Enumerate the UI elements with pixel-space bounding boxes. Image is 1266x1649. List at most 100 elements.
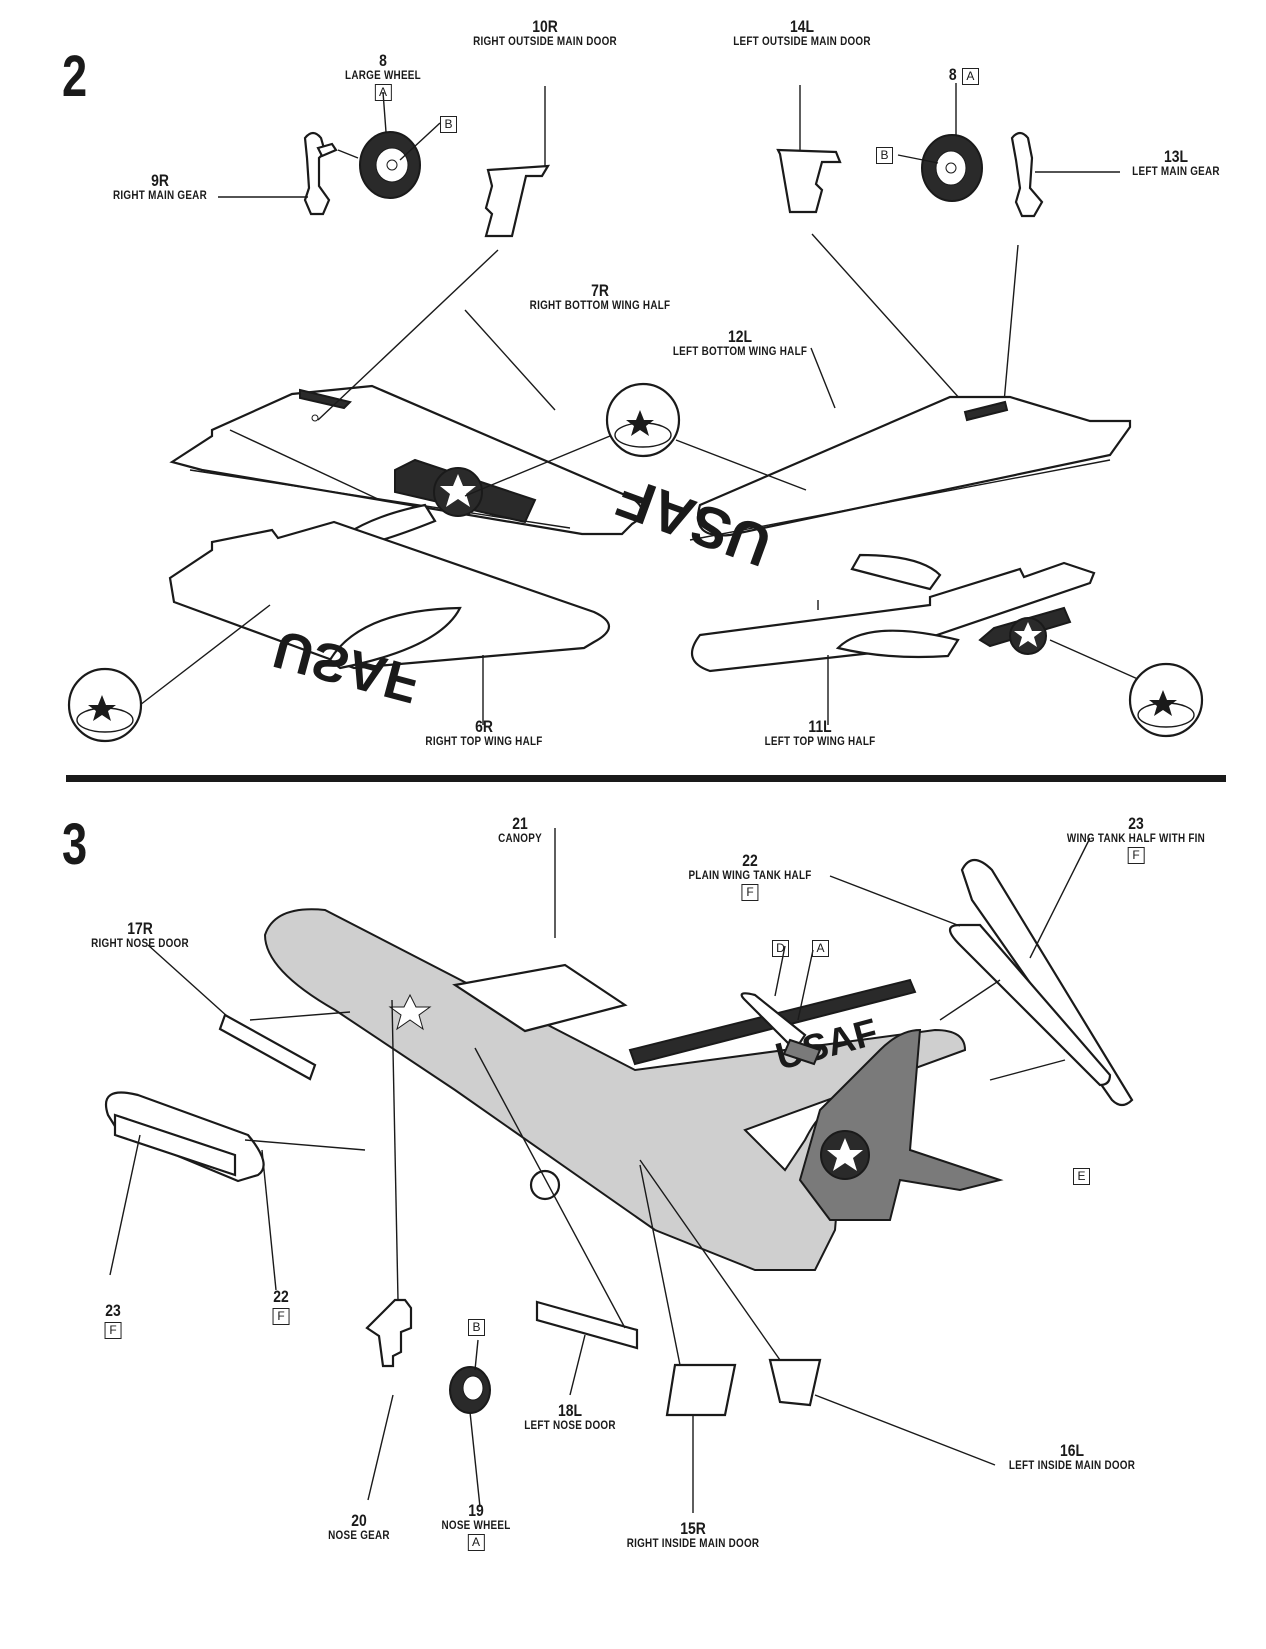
right-main-gear-part xyxy=(303,131,338,216)
right-bottom-wing-part xyxy=(169,249,644,549)
part-label-16l: 16L LEFT INSIDE MAIN DOOR xyxy=(999,1442,1146,1472)
part-number: 8 xyxy=(379,51,387,70)
part-number: 8 xyxy=(948,65,957,84)
nose-gear-part xyxy=(365,999,413,1501)
part-label-8-left: 8 A xyxy=(948,66,979,85)
part-label-6r: 6R RIGHT TOP WING HALF xyxy=(416,718,552,748)
right-top-wing-part xyxy=(139,520,611,725)
part-label-22-left: 22 F xyxy=(272,1288,291,1325)
color-code-box: A xyxy=(374,83,392,101)
right-inside-main-door-part xyxy=(639,1164,737,1513)
part-label-7r: 7R RIGHT BOTTOM WING HALF xyxy=(518,282,682,312)
large-wheel-left-part xyxy=(897,83,983,202)
color-code-box: F xyxy=(741,883,759,901)
part-name: LEFT BOTTOM WING HALF xyxy=(672,345,808,358)
part-name: RIGHT MAIN GEAR xyxy=(113,189,207,202)
part-label-9r: 9R RIGHT MAIN GEAR xyxy=(105,172,214,202)
part-number: 10R xyxy=(532,17,558,36)
part-label-18l: 18L LEFT NOSE DOOR xyxy=(517,1402,623,1432)
part-name: RIGHT OUTSIDE MAIN DOOR xyxy=(473,35,617,48)
fuselage-part xyxy=(263,828,1004,1271)
part-number: 9R xyxy=(151,171,169,190)
color-code-box: F xyxy=(104,1321,122,1339)
part-label-22: 22 PLAIN WING TANK HALF F xyxy=(678,852,821,901)
part-number: 23 xyxy=(1128,814,1144,833)
wing-tank-part-with-fin-right xyxy=(829,837,1134,1107)
part-number: 14L xyxy=(789,17,815,36)
part-number: 12L xyxy=(727,327,753,346)
part-name: PLAIN WING TANK HALF xyxy=(688,869,812,882)
step-number-3: 3 xyxy=(62,812,88,877)
right-outside-main-door-part xyxy=(484,86,551,238)
step-number-2: 2 xyxy=(62,44,88,109)
part-label-21: 21 CANOPY xyxy=(494,815,545,845)
left-inside-main-door-part xyxy=(639,1159,996,1466)
tail-part xyxy=(989,1059,1066,1081)
part-name: LEFT INSIDE MAIN DOOR xyxy=(1008,1459,1136,1472)
part-name: LEFT NOSE DOOR xyxy=(524,1419,616,1432)
part-name: LEFT TOP WING HALF xyxy=(764,735,876,748)
part-label-14l: 14L LEFT OUTSIDE MAIN DOOR xyxy=(722,18,882,48)
part-name: WING TANK HALF WITH FIN xyxy=(1066,832,1206,845)
color-code-box: F xyxy=(1127,846,1145,864)
part-number: 13L xyxy=(1163,147,1189,166)
part-label-15r: 15R RIGHT INSIDE MAIN DOOR xyxy=(616,1520,770,1550)
part-number: 22 xyxy=(273,1287,289,1306)
decal-instruction-icon-center xyxy=(464,382,807,497)
color-code-box-e: E xyxy=(1073,1168,1090,1185)
part-number: 19 xyxy=(468,1501,484,1520)
color-code-box-d: D xyxy=(772,940,789,957)
part-label-23-left: 23 F xyxy=(104,1302,123,1339)
part-number: 22 xyxy=(742,851,758,870)
part-number: 21 xyxy=(512,814,528,833)
color-code-box-a: A xyxy=(812,940,829,957)
part-name: LARGE WHEEL xyxy=(345,69,421,82)
part-name: RIGHT BOTTOM WING HALF xyxy=(529,299,671,312)
part-label-10r: 10R RIGHT OUTSIDE MAIN DOOR xyxy=(461,18,628,48)
part-label-8-large-wheel: 8 LARGE WHEEL A xyxy=(339,52,427,101)
color-code-box: B xyxy=(440,116,457,133)
left-top-wing-part xyxy=(690,561,1141,725)
left-main-gear-part xyxy=(1001,131,1120,426)
part-label-23: 23 WING TANK HALF WITH FIN F xyxy=(1056,815,1217,864)
part-label-17r: 17R RIGHT NOSE DOOR xyxy=(83,920,197,950)
left-bottom-wing-part xyxy=(689,347,1132,591)
part-number: 20 xyxy=(351,1511,367,1530)
part-number: 18L xyxy=(557,1401,583,1420)
part-number: 16L xyxy=(1059,1441,1085,1460)
part-label-20: 20 NOSE GEAR xyxy=(323,1512,395,1542)
part-name: RIGHT TOP WING HALF xyxy=(425,735,543,748)
part-number: 23 xyxy=(105,1301,121,1320)
tip-tank-on-wing xyxy=(740,945,822,1066)
part-name: CANOPY xyxy=(498,832,542,845)
part-name: LEFT OUTSIDE MAIN DOOR xyxy=(733,35,871,48)
part-name: LEFT MAIN GEAR xyxy=(1132,165,1220,178)
wing-tank-part-left xyxy=(105,1091,366,1291)
part-number: 17R xyxy=(127,919,153,938)
part-name: RIGHT NOSE DOOR xyxy=(91,937,189,950)
part-label-12l: 12L LEFT BOTTOM WING HALF xyxy=(662,328,818,358)
part-label-11l: 11L LEFT TOP WING HALF xyxy=(756,718,885,748)
decal-instruction-icon-left xyxy=(67,667,143,743)
nose-wheel-part xyxy=(449,1339,491,1508)
part-label-19: 19 NOSE WHEEL A xyxy=(436,1502,516,1551)
part-name: RIGHT INSIDE MAIN DOOR xyxy=(626,1537,760,1550)
left-nose-door-part xyxy=(474,1047,639,1396)
part-number: 7R xyxy=(591,281,609,300)
color-code-box: A xyxy=(961,68,979,85)
part-name: NOSE GEAR xyxy=(328,1529,390,1542)
step-divider xyxy=(66,775,1226,782)
part-number: 6R xyxy=(475,717,493,736)
part-number: 15R xyxy=(680,1519,706,1538)
part-label-13l: 13L LEFT MAIN GEAR xyxy=(1125,148,1227,178)
part-number: 11L xyxy=(808,717,832,736)
color-code-box: B xyxy=(468,1319,485,1336)
color-code-box: A xyxy=(467,1533,485,1551)
color-code-box: F xyxy=(272,1307,290,1325)
decal-instruction-icon-right xyxy=(1128,662,1204,738)
color-code-box: B xyxy=(876,147,893,164)
right-nose-door-part xyxy=(147,944,351,1081)
part-name: NOSE WHEEL xyxy=(441,1519,511,1532)
